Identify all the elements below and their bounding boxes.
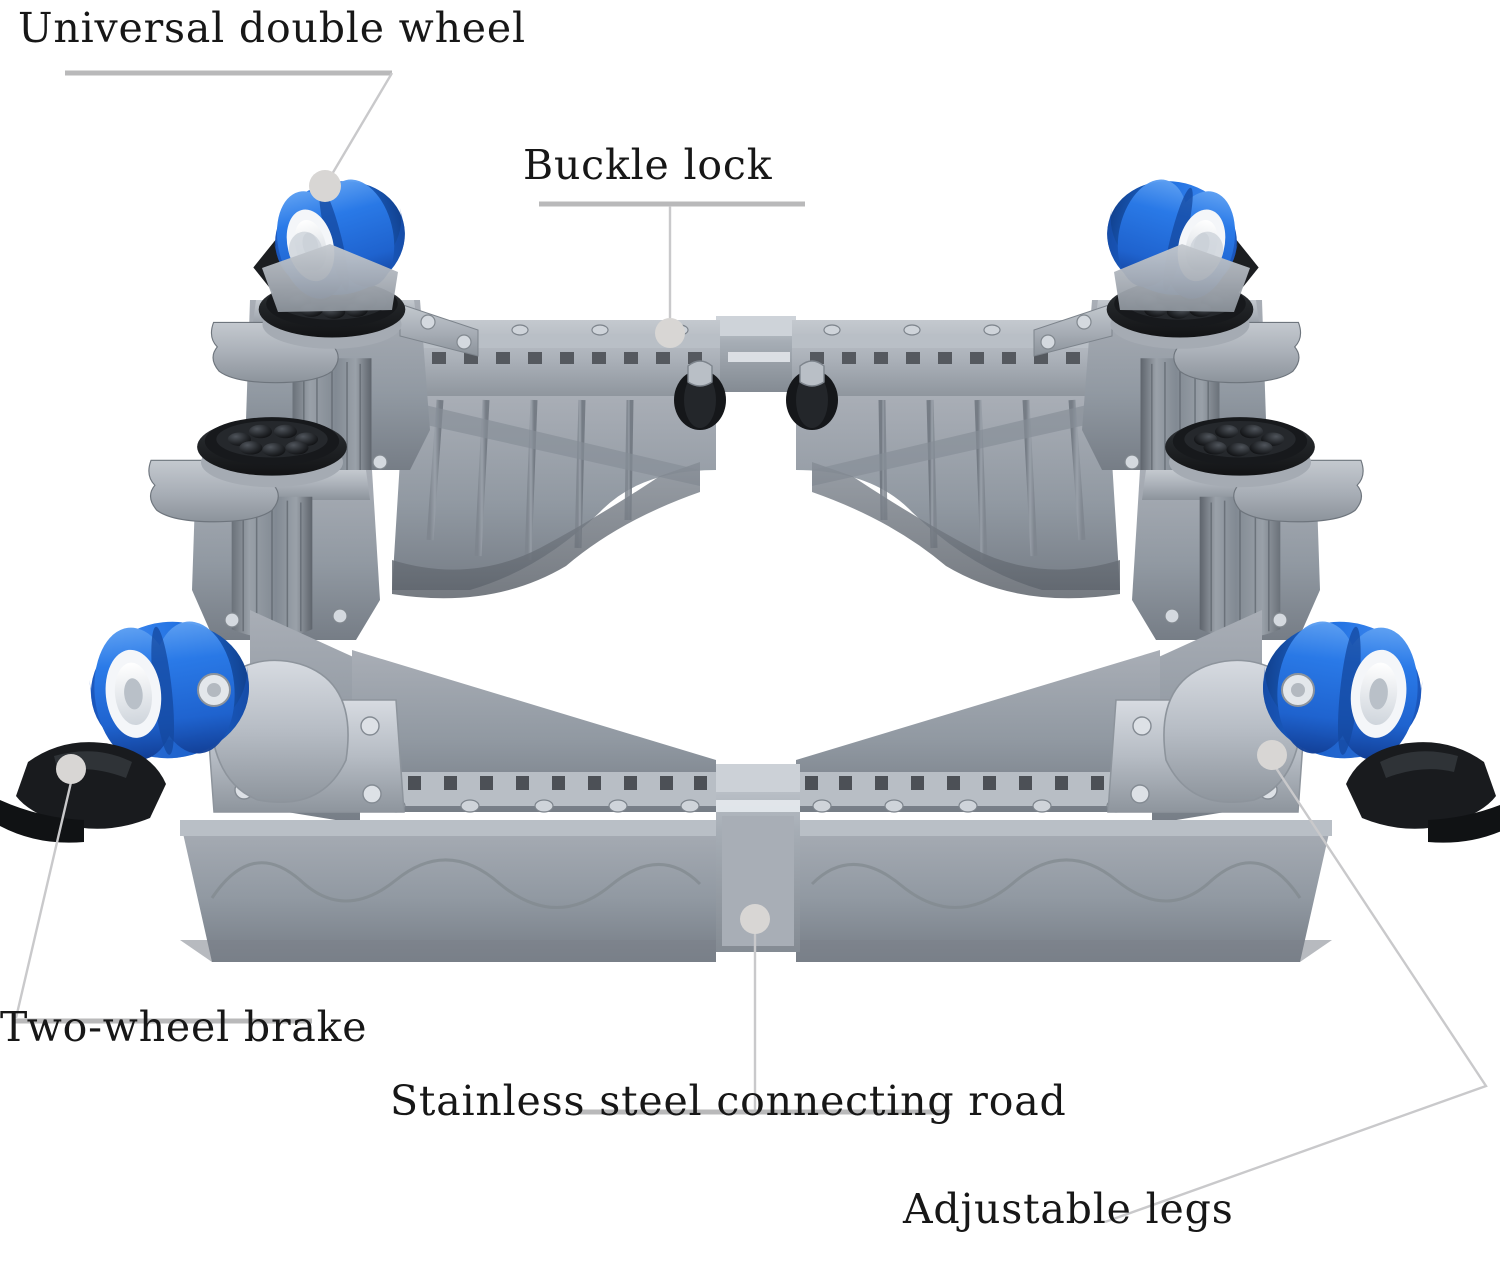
caster-front-left	[0, 614, 405, 843]
rail-rear-left	[392, 320, 720, 599]
marker-dot-buckle-lock	[655, 318, 685, 348]
marker-dot-two-wheel-brake	[56, 754, 86, 784]
leader-stainless-steel-connecting-road	[580, 904, 950, 1115]
corner-mid-right	[1132, 416, 1364, 641]
leader-universal-double-wheel	[65, 70, 394, 202]
marker-dot-stainless-steel-connecting-road	[740, 904, 770, 934]
callout-label-stainless-steel-connecting-road: Stainless steel connecting road	[390, 1077, 1067, 1125]
callout-label-universal-double-wheel: Universal double wheel	[18, 4, 526, 52]
rear-connecting-rod	[716, 316, 796, 392]
marker-dot-universal-double-wheel	[309, 170, 341, 202]
callout-label-buckle-lock: Buckle lock	[523, 141, 773, 189]
marker-dot-adjustable-legs	[1257, 740, 1287, 770]
callout-label-two-wheel-brake: Two-wheel brake	[0, 1003, 368, 1051]
front-connecting-rod	[716, 764, 800, 952]
front-assembly	[0, 610, 1500, 962]
leader-buckle-lock	[539, 201, 805, 348]
rear-assembly	[148, 167, 1364, 641]
rail-rear-right	[792, 320, 1120, 599]
leader-adjustable-legs	[1104, 740, 1488, 1224]
leader-two-wheel-brake	[14, 754, 312, 1024]
rear-center-rollers	[674, 360, 838, 430]
callout-label-adjustable-legs: Adjustable legs	[903, 1185, 1234, 1233]
corner-mid-left	[148, 416, 380, 641]
